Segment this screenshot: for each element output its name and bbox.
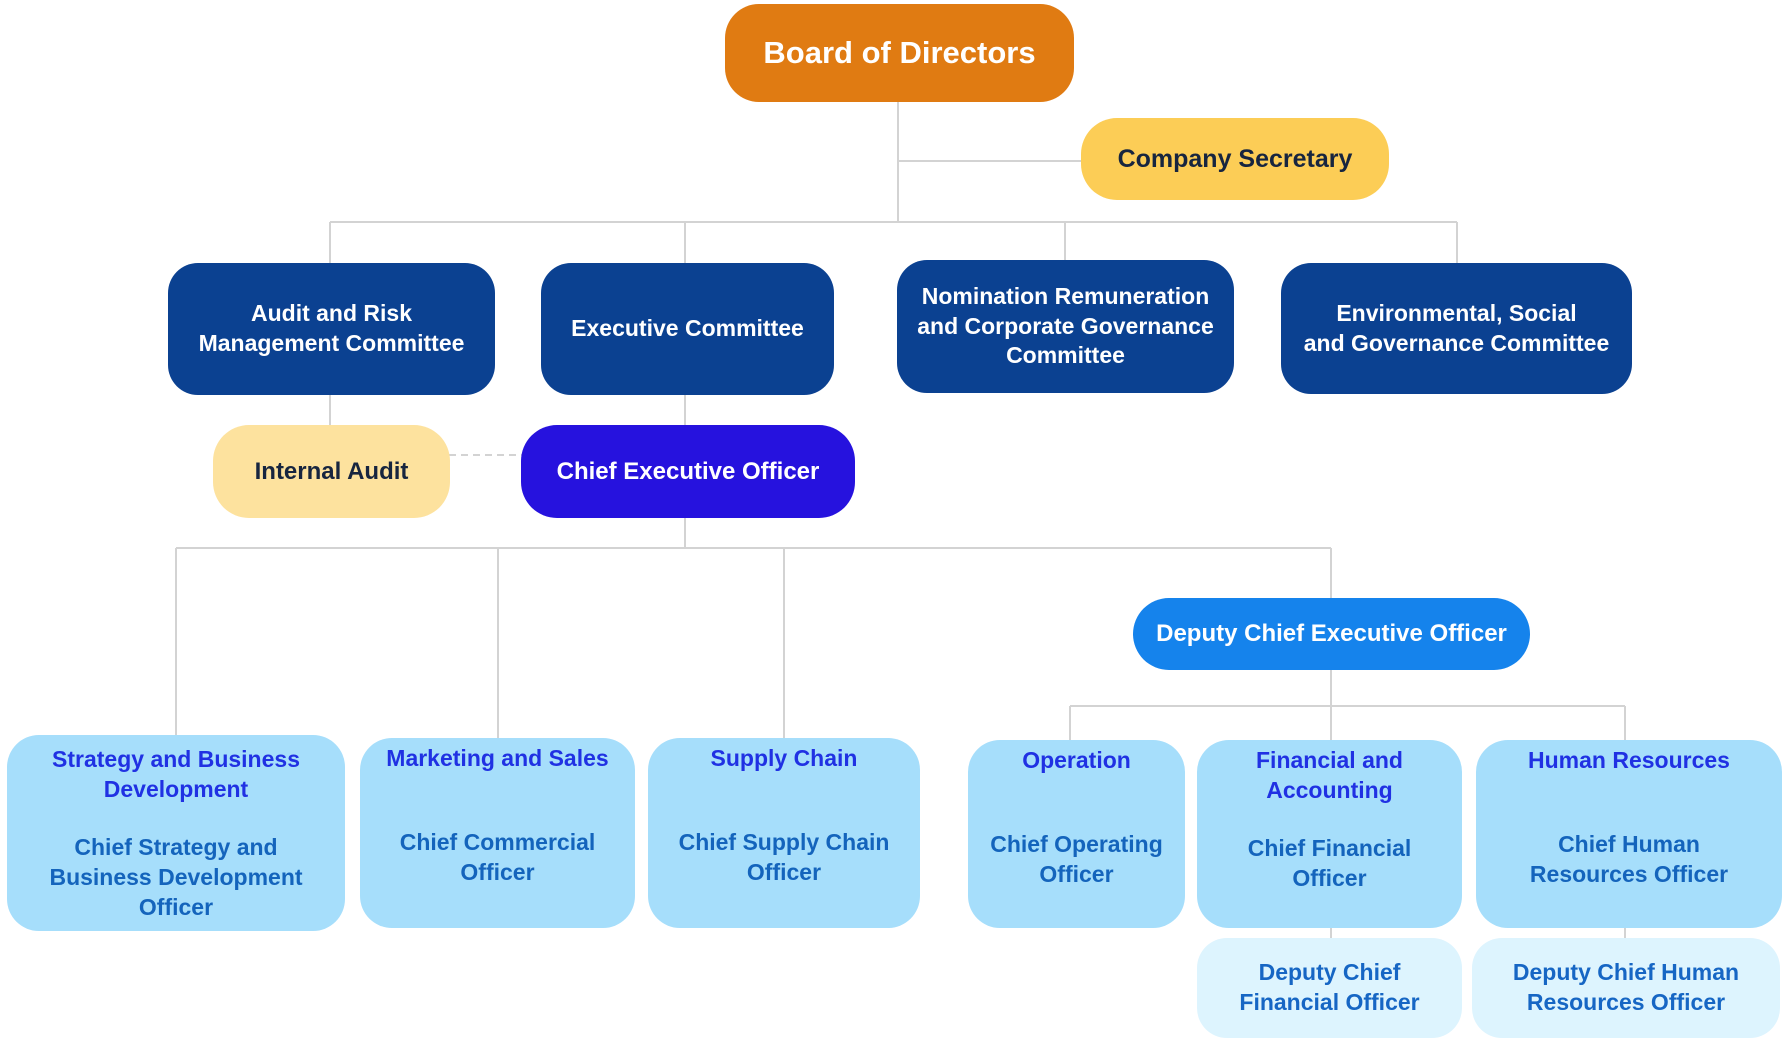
deputy-chro-label: Deputy Chief Human Resources Officer <box>1512 959 1740 1015</box>
function-financial: Financial and Accounting Chief Financial… <box>1197 740 1462 928</box>
deputy-cfo: Deputy Chief Financial Officer <box>1197 938 1462 1038</box>
function-human-resources: Human Resources Chief Human Resources Of… <box>1476 740 1782 928</box>
function-operation: Operation Chief Operating Officer <box>968 740 1185 928</box>
function-role: Chief Strategy and Business Development … <box>49 833 303 920</box>
function-strategy: Strategy and Business Development Chief … <box>7 735 345 931</box>
audit-risk-committee-label: Audit and Risk Management Committee <box>198 300 465 356</box>
deputy-ceo-label: Deputy Chief Executive Officer <box>1156 620 1507 648</box>
function-role: Chief Human Resources Officer <box>1529 830 1729 887</box>
nomination-committee-label: Nomination Remuneration and Corporate Go… <box>917 282 1214 369</box>
ceo-label: Chief Executive Officer <box>556 457 820 485</box>
esg-committee: Environmental, Social and Governance Com… <box>1281 263 1632 394</box>
deputy-cfo-label: Deputy Chief Financial Officer <box>1239 959 1420 1015</box>
function-dept: Human Resources <box>1528 747 1730 773</box>
internal-audit-label: Internal Audit <box>254 457 409 485</box>
function-dept: Financial and Accounting <box>1256 747 1403 803</box>
function-role: Chief Supply Chain Officer <box>678 828 890 885</box>
audit-risk-committee: Audit and Risk Management Committee <box>168 263 495 395</box>
function-role: Chief Financial Officer <box>1247 834 1412 891</box>
esg-committee-label: Environmental, Social and Governance Com… <box>1303 299 1610 356</box>
company-secretary-label: Company Secretary <box>1117 144 1353 173</box>
function-role: Chief Commercial Officer <box>399 828 596 885</box>
board-of-directors: Board of Directors <box>725 4 1074 102</box>
internal-audit: Internal Audit <box>213 425 450 518</box>
function-dept: Operation <box>1022 747 1131 773</box>
chief-executive-officer: Chief Executive Officer <box>521 425 855 518</box>
executive-committee: Executive Committee <box>541 263 834 395</box>
function-dept: Marketing and Sales <box>386 745 609 771</box>
nomination-committee: Nomination Remuneration and Corporate Go… <box>897 260 1234 393</box>
function-role: Chief Operating Officer <box>990 830 1163 887</box>
executive-committee-label: Executive Committee <box>571 315 804 342</box>
deputy-chief-executive-officer: Deputy Chief Executive Officer <box>1133 598 1530 670</box>
board-label: Board of Directors <box>763 34 1036 70</box>
deputy-chro: Deputy Chief Human Resources Officer <box>1472 938 1780 1038</box>
function-dept: Supply Chain <box>710 745 858 771</box>
company-secretary: Company Secretary <box>1081 118 1389 200</box>
function-dept: Strategy and Business Development <box>52 746 300 802</box>
function-marketing: Marketing and Sales Chief Commercial Off… <box>360 738 635 928</box>
function-supply-chain: Supply Chain Chief Supply Chain Officer <box>648 738 920 928</box>
